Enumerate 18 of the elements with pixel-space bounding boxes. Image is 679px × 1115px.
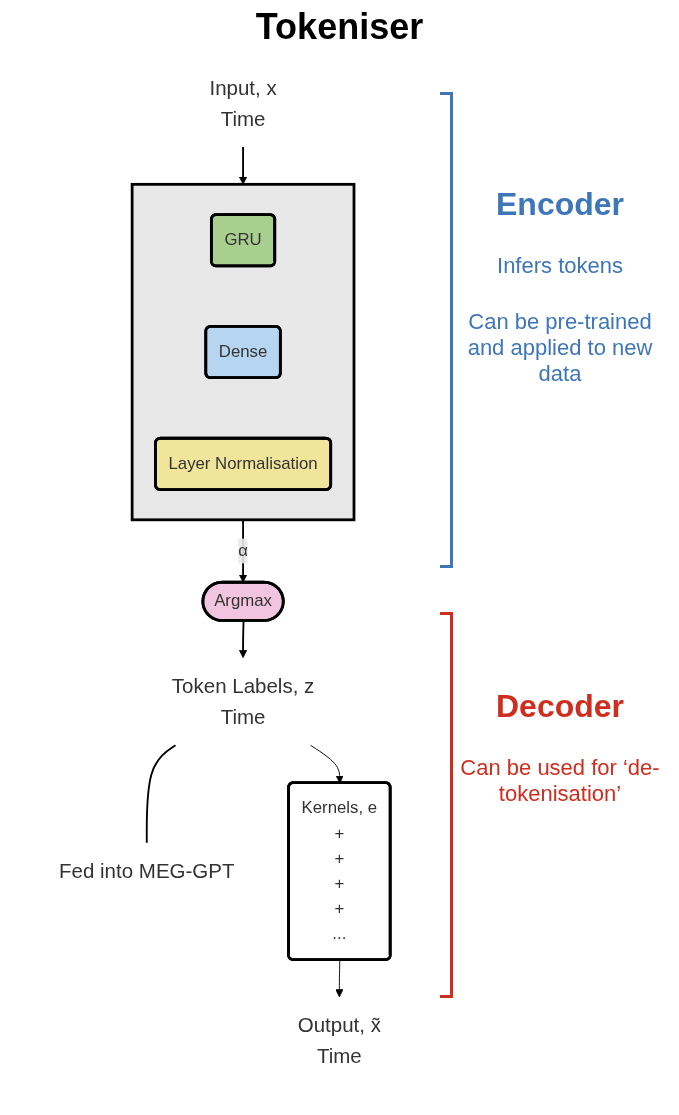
- diagram-title: Tokeniser: [254, 6, 425, 48]
- node-label: Time: [220, 106, 266, 131]
- edge-label: α: [238, 541, 248, 560]
- node-text: Input, x: [209, 76, 277, 100]
- note-text: Can be used for ‘de-tokenisation’: [460, 755, 660, 807]
- section-heading: Decoder: [494, 688, 625, 725]
- node-text: Fed into MEG-GPT: [59, 859, 235, 883]
- arrow: [238, 146, 248, 185]
- cluster: [130, 182, 356, 522]
- node-label: Time: [316, 1044, 362, 1068]
- note-text: Infers tokens: [496, 253, 624, 279]
- note-text: Can be pre-trained and applied to new data: [466, 309, 654, 387]
- node-text: Token Labels, z: [171, 674, 315, 698]
- node-text: Output, x̃: [297, 1013, 381, 1038]
- section-heading: Encoder: [495, 186, 625, 223]
- arrow: [238, 620, 248, 659]
- connector: [145, 744, 177, 844]
- node-label: Time: [220, 705, 266, 729]
